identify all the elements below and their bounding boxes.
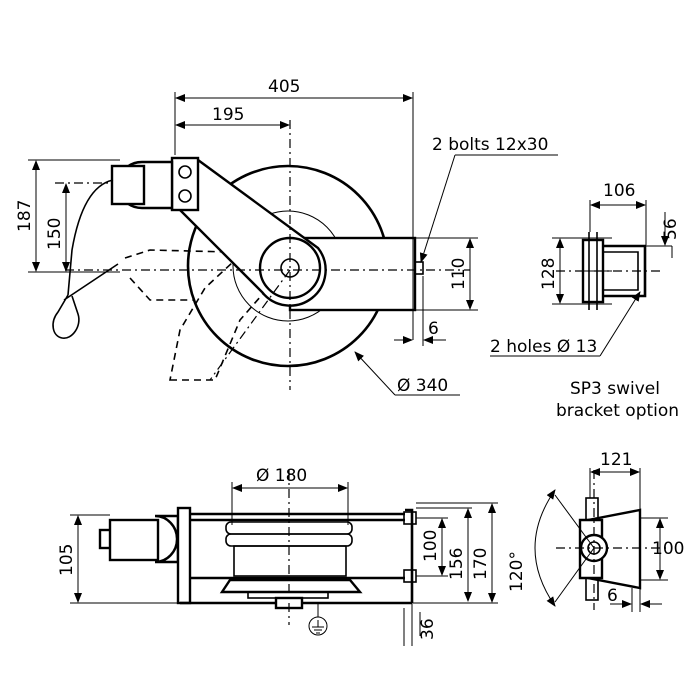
dim-150: 150 (45, 183, 70, 272)
dim-36: 36 (403, 604, 438, 646)
dim-6-top: 6 (394, 276, 446, 346)
dim-180-label: Ø 180 (256, 466, 307, 486)
dim-105-label: 105 (57, 544, 77, 576)
holes-callout: 2 holes Ø 13 (490, 291, 641, 357)
dim-6-right: 6 (607, 586, 662, 612)
dim-405-label: 405 (268, 77, 300, 97)
dim-121-label: 121 (600, 450, 632, 470)
dim-105: 105 (57, 514, 180, 604)
dim-180: Ø 180 (231, 466, 349, 525)
dim-156-label: 156 (447, 548, 467, 580)
dim-121: 121 (589, 450, 641, 510)
dim-106-label: 106 (603, 181, 635, 201)
dim-100-right-label: 100 (652, 539, 684, 559)
plug-body (110, 164, 146, 206)
dim-187: 187 (15, 159, 120, 273)
dim-405: 405 (174, 77, 414, 340)
dim-100-bottom-label: 100 (421, 530, 441, 562)
holes-label: 2 holes Ø 13 (490, 337, 597, 357)
diameter-340-label: Ø 340 (397, 376, 448, 396)
clamp (52, 263, 119, 339)
bolts-label: 2 bolts 12x30 (432, 135, 548, 155)
dim-195: 195 (175, 105, 290, 129)
bolts-callout: 2 bolts 12x30 (419, 135, 558, 263)
dim-150-label: 150 (45, 218, 65, 250)
swivel-detail (534, 470, 668, 610)
dim-36-label: 36 (418, 618, 438, 640)
dim-128-label: 128 (539, 258, 559, 290)
diameter-340-callout: Ø 340 (354, 351, 460, 396)
option-caption-line1: SP3 swivel (570, 379, 660, 399)
dim-170-label: 170 (471, 548, 491, 580)
cable (67, 179, 114, 296)
option-caption-line2: bracket option (556, 401, 679, 421)
sp3-bracket (556, 232, 662, 310)
dim-6-top-label: 6 (428, 319, 439, 339)
dim-56: 56 (646, 212, 681, 258)
dim-6-right-label: 6 (607, 586, 618, 606)
dim-100-right: 100 (641, 517, 684, 581)
ghost-handle (124, 249, 231, 301)
dim-195-label: 195 (212, 105, 244, 125)
dim-106: 106 (589, 181, 647, 245)
dim-110-label: 110 (449, 258, 469, 290)
angle-120-label: 120° (507, 551, 527, 592)
dim-110: 110 (415, 237, 478, 311)
dim-187-label: 187 (15, 200, 35, 232)
dim-128: 128 (539, 237, 584, 305)
plan-view (98, 470, 417, 636)
dim-170: 170 (412, 502, 498, 604)
side-view (52, 120, 470, 390)
dim-156: 156 (416, 507, 472, 602)
dim-100-bottom: 100 (416, 517, 448, 577)
dim-56-label: 56 (661, 218, 681, 240)
